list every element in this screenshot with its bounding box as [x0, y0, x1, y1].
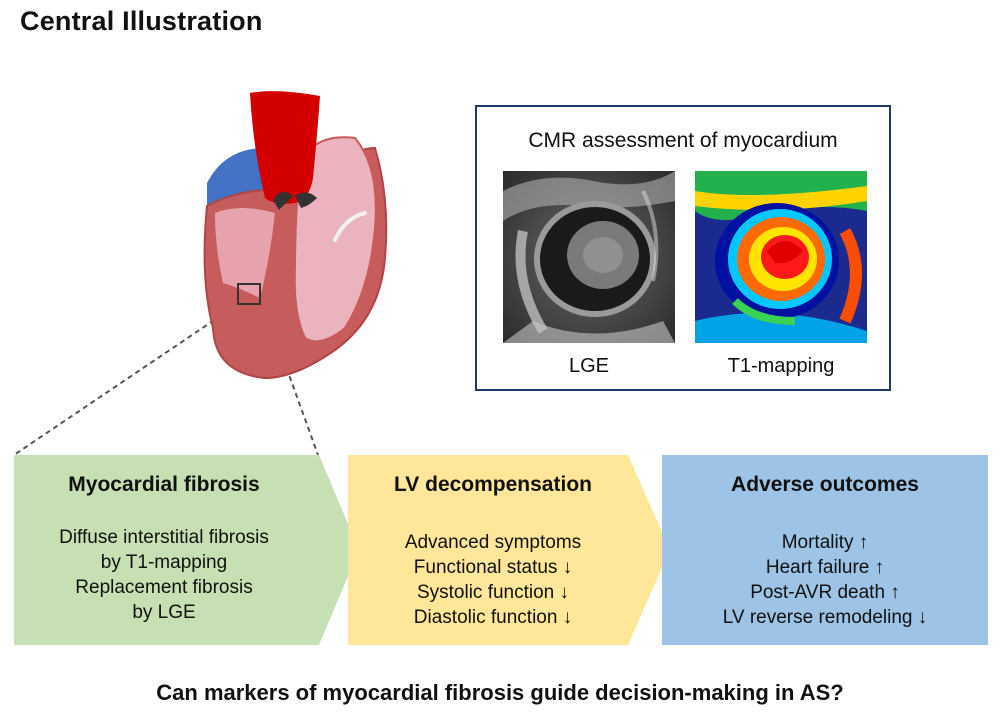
- guiding-question: Can markers of myocardial fibrosis guide…: [156, 680, 844, 705]
- cmr-assessment-panel: CMR assessment of myocardium LGE: [475, 105, 891, 391]
- stage-1-line: Replacement fibrosis: [75, 577, 253, 598]
- stage-1-arrow-shape: [14, 455, 359, 645]
- central-illustration-title: Central Illustration: [20, 6, 263, 36]
- stage-2-title: LV decompensation: [394, 473, 592, 496]
- stage-3-title: Adverse outcomes: [731, 473, 919, 496]
- stage-adverse-outcomes: Adverse outcomes Mortality ↑ Heart failu…: [662, 455, 988, 645]
- stage-myocardial-fibrosis: Myocardial fibrosis Diffuse interstitial…: [14, 455, 359, 645]
- stage-3-line: Post-AVR death ↑: [750, 582, 900, 603]
- lge-image: [503, 171, 675, 343]
- stage-1-title: Myocardial fibrosis: [68, 473, 260, 496]
- stage-2-line: Systolic function ↓: [416, 582, 570, 603]
- stage-3-line: LV reverse remodeling ↓: [722, 607, 928, 628]
- stage-2-line: Advanced symptoms: [404, 532, 582, 553]
- stage-1-line: by LGE: [132, 602, 196, 623]
- stage-3-line: Mortality ↑: [781, 532, 869, 553]
- stage-3-line: Heart failure ↑: [765, 557, 885, 578]
- t1-mapping-image: [695, 171, 867, 343]
- stage-1-line: Diffuse interstitial fibrosis: [59, 527, 269, 548]
- heart-illustration: [203, 91, 388, 380]
- t1-mapping-label: T1-mapping: [727, 355, 835, 377]
- cmr-panel-title: CMR assessment of myocardium: [528, 129, 838, 152]
- stage-lv-decompensation: LV decompensation Advanced symptoms Func…: [348, 455, 670, 645]
- stage-1-line: by T1-mapping: [100, 552, 228, 573]
- stage-3-box-shape: [662, 455, 988, 645]
- detail-box: [237, 283, 261, 305]
- stage-2-line: Diastolic function ↓: [413, 607, 573, 628]
- stage-2-line: Functional status ↓: [413, 557, 573, 578]
- lge-label: LGE: [568, 355, 610, 377]
- stage-2-arrow-shape: [348, 455, 670, 645]
